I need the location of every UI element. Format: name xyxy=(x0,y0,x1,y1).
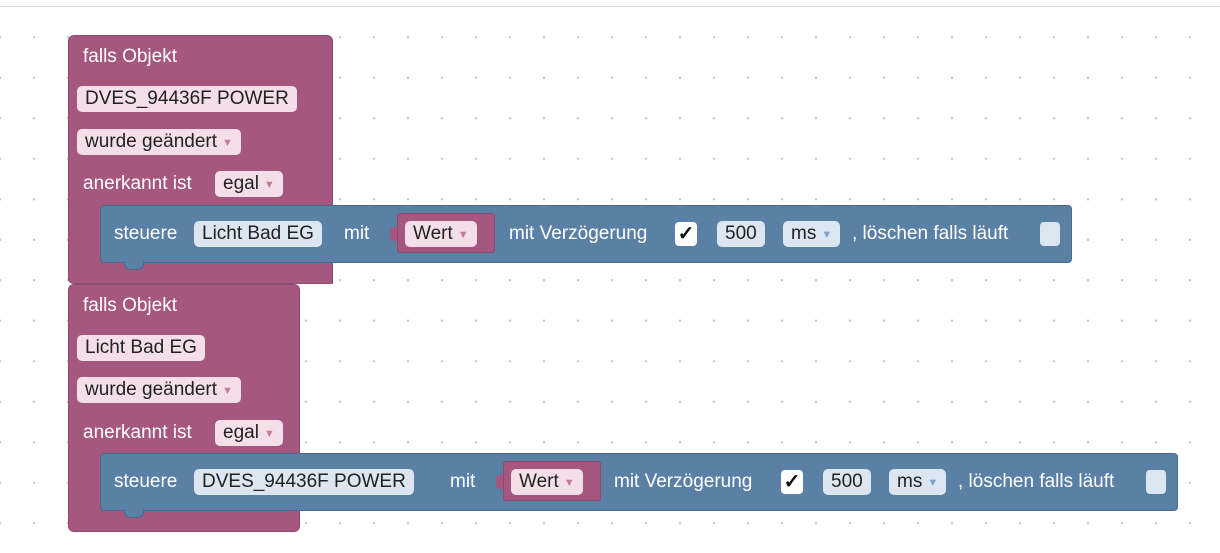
unit-dropdown[interactable]: ms ▼ xyxy=(783,221,841,247)
ack-value: egal xyxy=(223,173,259,194)
trigger-dropdown[interactable]: wurde geändert ▼ xyxy=(77,377,241,403)
value-text: Wert xyxy=(519,471,559,492)
target-object-field[interactable]: Licht Bad EG xyxy=(194,221,322,247)
control-block-notch xyxy=(124,509,144,518)
unit-value: ms xyxy=(791,223,817,244)
dropdown-arrow-icon: ▼ xyxy=(263,179,275,191)
clear-checkbox[interactable] xyxy=(1146,470,1166,494)
delay-checkbox[interactable]: ✓ xyxy=(675,222,697,246)
trigger-dropdown[interactable]: wurde geändert ▼ xyxy=(77,129,241,155)
delay-checkbox[interactable]: ✓ xyxy=(781,470,803,494)
dropdown-arrow-icon: ▼ xyxy=(263,428,275,440)
clear-label: , löschen falls läuft xyxy=(958,471,1115,492)
delay-ms-input[interactable]: 500 xyxy=(717,221,765,247)
object-id-field[interactable]: DVES_94436F POWER xyxy=(77,86,297,112)
dropdown-arrow-icon: ▼ xyxy=(821,229,833,241)
ack-dropdown[interactable]: egal ▼ xyxy=(215,420,283,446)
unit-value: ms xyxy=(897,471,923,492)
dropdown-arrow-icon: ▼ xyxy=(457,229,469,241)
delay-ms-input[interactable]: 500 xyxy=(823,469,871,495)
event-header-label: falls Objekt xyxy=(83,295,177,316)
event-block-footer xyxy=(68,269,333,284)
dropdown-arrow-icon: ▼ xyxy=(222,385,233,397)
workspace-top-border xyxy=(0,0,1220,7)
dropdown-arrow-icon: ▼ xyxy=(563,477,575,489)
dropdown-arrow-icon: ▼ xyxy=(927,477,939,489)
delay-label: mit Verzögerung xyxy=(614,471,753,492)
ack-dropdown[interactable]: egal ▼ xyxy=(215,171,283,197)
value-dropdown[interactable]: Wert ▼ xyxy=(405,221,477,247)
event-block-footer xyxy=(68,517,300,532)
check-icon: ✓ xyxy=(783,471,801,493)
value-block-tab xyxy=(496,475,504,489)
value-text: Wert xyxy=(413,223,453,244)
target-object-field[interactable]: DVES_94436F POWER xyxy=(194,469,414,495)
clear-checkbox[interactable] xyxy=(1040,222,1060,246)
value-dropdown[interactable]: Wert ▼ xyxy=(511,469,583,495)
dropdown-arrow-icon: ▼ xyxy=(222,137,233,149)
event-header-label: falls Objekt xyxy=(83,46,177,67)
object-id-field[interactable]: Licht Bad EG xyxy=(77,335,205,361)
ack-label: anerkannt ist xyxy=(83,422,192,443)
unit-dropdown[interactable]: ms ▼ xyxy=(889,469,947,495)
clear-label: , löschen falls läuft xyxy=(852,223,1009,244)
control-label: steuere xyxy=(114,223,178,244)
control-block-notch xyxy=(124,261,144,270)
with-label: mit xyxy=(450,471,476,492)
trigger-value: wurde geändert xyxy=(85,131,218,152)
trigger-value: wurde geändert xyxy=(85,379,218,400)
delay-label: mit Verzögerung xyxy=(509,223,648,244)
ack-label: anerkannt ist xyxy=(83,173,192,194)
value-block-tab xyxy=(390,227,398,241)
check-icon: ✓ xyxy=(677,223,695,245)
control-label: steuere xyxy=(114,471,178,492)
with-label: mit xyxy=(344,223,370,244)
ack-value: egal xyxy=(223,422,259,443)
